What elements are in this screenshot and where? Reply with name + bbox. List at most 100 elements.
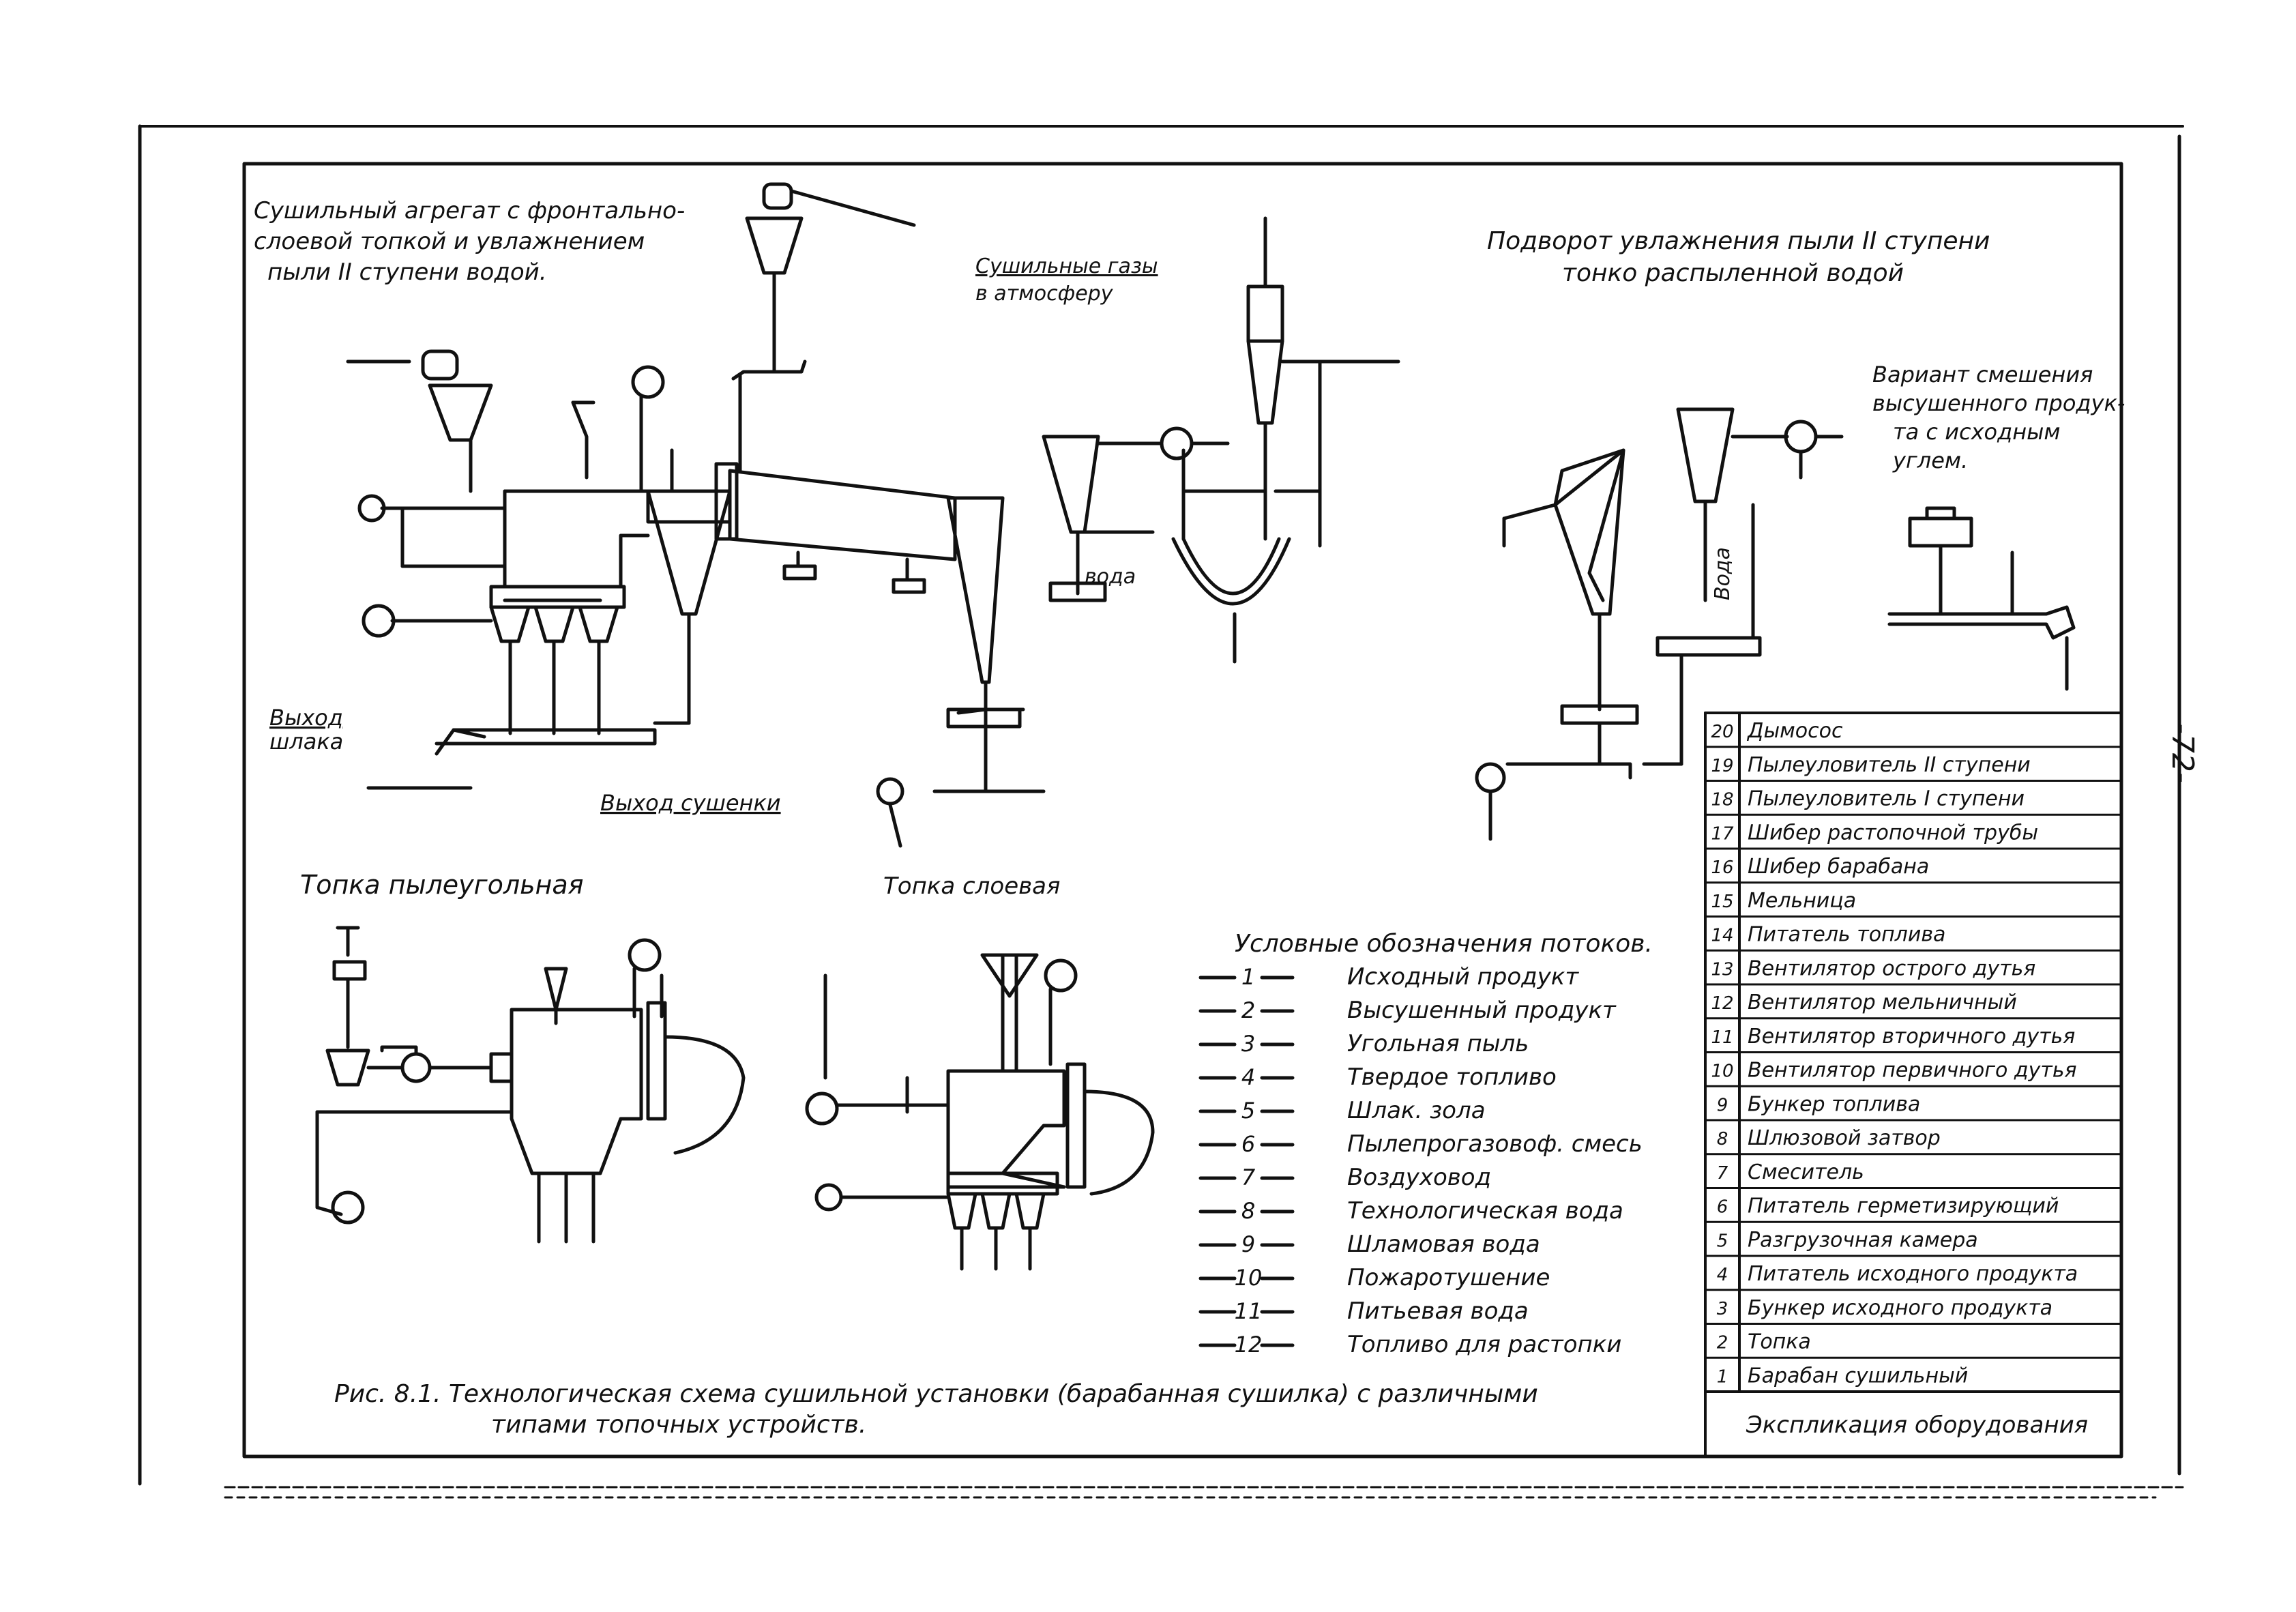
- caption-line: типами топочных устройств.: [491, 1411, 866, 1439]
- equipment-name: Топка: [1748, 1330, 1811, 1354]
- variant-note-line: углем.: [1892, 448, 1968, 473]
- main-unit-title-line: слоевой топкой и увлажнением: [254, 228, 645, 255]
- legend-title: Условные обозначения потоков.: [1235, 930, 1653, 958]
- main-unit-title: Сушильный агрегат с фронтально- слоевой …: [254, 197, 685, 286]
- legend-number: 5: [1241, 1098, 1255, 1124]
- equipment-row: 6 Питатель герметизирующий: [1704, 1195, 2123, 1223]
- equipment-name: Шибер барабана: [1748, 855, 1929, 879]
- equipment-number: 6: [1717, 1197, 1728, 1218]
- furnace-coal-title: Топка пылеугольная: [300, 870, 584, 900]
- equipment-name: Бункер топлива: [1748, 1092, 1920, 1116]
- equipment-name: Вентилятор острого дутья: [1748, 956, 2035, 980]
- equipment-number: 11: [1711, 1027, 1733, 1048]
- equipment-number: 12: [1711, 993, 1733, 1014]
- equipment-number: 7: [1717, 1163, 1728, 1184]
- equipment-name: Пылеуловитель II ступени: [1748, 753, 2031, 777]
- equipment-name: Шибер растопочной трубы: [1748, 821, 2038, 845]
- legend-label: Питьевая вода: [1347, 1298, 1529, 1325]
- equipment-number: 2: [1717, 1333, 1728, 1353]
- equipment-number: 17: [1711, 823, 1734, 844]
- legend-number: 12: [1235, 1332, 1263, 1358]
- legend-label: Пожаротушение: [1347, 1264, 1550, 1291]
- equipment-number: 3: [1717, 1299, 1728, 1319]
- legend-number: 3: [1241, 1031, 1255, 1057]
- equipment-name: Шлюзовой затвор: [1748, 1126, 1941, 1150]
- sub-unit-title-line: Подворот увлажнения пыли II ступени: [1487, 227, 1990, 255]
- equipment-name: Дымосос: [1746, 719, 1843, 743]
- main-unit-title-line: Сушильный агрегат с фронтально-: [254, 197, 685, 224]
- legend-item: 1 Исходный продукт: [1198, 963, 1579, 991]
- legend-label: Исходный продукт: [1347, 963, 1579, 991]
- legend-item: 3 Угольная пыль: [1198, 1030, 1529, 1057]
- equipment-name: Вентилятор мельничный: [1748, 991, 2017, 1014]
- equipment-name: Питатель топлива: [1748, 923, 1945, 947]
- equipment-number: 8: [1717, 1129, 1728, 1149]
- variant-note-line: высушенного продук-: [1872, 390, 2125, 416]
- equipment-name: Вентилятор вторичного дутья: [1748, 1025, 2075, 1049]
- legend-label: Технологическая вода: [1347, 1197, 1623, 1225]
- equipment-number: 5: [1717, 1231, 1728, 1251]
- equipment-name: Пылеуловитель I ступени: [1748, 787, 2025, 811]
- equipment-number: 10: [1711, 1061, 1733, 1082]
- sub-unit-title-line: тонко распыленной водой: [1562, 259, 1904, 287]
- gases-label: Сушильные газы в атмосферу: [975, 254, 1158, 306]
- dried-exit-label: Выход сушенки: [600, 790, 781, 816]
- variant-note-line: та с исходным: [1893, 419, 2061, 445]
- variant-note-line: Вариант смешения: [1872, 362, 2093, 387]
- page-number: -72-: [2165, 723, 2200, 783]
- legend-item: 8 Технологическая вода: [1198, 1197, 1623, 1225]
- slag-exit-line: Выход: [269, 705, 343, 731]
- equipment-row: 12 Вентилятор мельничный: [1704, 991, 2123, 1020]
- legend-number: 11: [1235, 1298, 1263, 1324]
- legend-number: 6: [1241, 1131, 1255, 1157]
- legend-label: Угольная пыль: [1347, 1030, 1529, 1057]
- equipment-number: 4: [1717, 1265, 1728, 1285]
- equipment-row: 8 Шлюзовой затвор: [1704, 1126, 2123, 1156]
- main-unit-drawing: [346, 182, 1400, 848]
- equipment-name: Смеситель: [1748, 1160, 1864, 1184]
- equipment-name: Барабан сушильный: [1748, 1364, 1968, 1388]
- legend-item: 12 Топливо для растопки: [1198, 1331, 1621, 1358]
- legend-number: 1: [1241, 964, 1255, 990]
- legend-label: Пылепрогазовоф. смесь: [1347, 1130, 1643, 1158]
- legend-label: Топливо для растопки: [1347, 1331, 1621, 1358]
- equipment-number: 15: [1711, 892, 1733, 912]
- equipment-row: 7 Смеситель: [1704, 1160, 2123, 1189]
- equipment-number: 20: [1711, 722, 1733, 742]
- variant-drawing: [1887, 506, 2076, 691]
- furnace-titles: Топка пылеугольная Топка слоевая: [300, 870, 1060, 900]
- equipment-number: 19: [1711, 756, 1733, 776]
- equipment-row: 17 Шибер растопочной трубы: [1704, 821, 2123, 850]
- legend-item: 11 Питьевая вода: [1198, 1298, 1529, 1325]
- legend-label: Высушенный продукт: [1347, 997, 1617, 1024]
- equipment-row: 20 Дымосос: [1704, 719, 2123, 748]
- legend-number: 8: [1241, 1198, 1255, 1224]
- legend-label: Шламовая вода: [1347, 1231, 1540, 1258]
- figure-caption: Рис. 8.1. Технологическая схема сушильно…: [334, 1380, 1538, 1439]
- legend-label: Шлак. зола: [1347, 1097, 1486, 1124]
- equipment-name: Питатель герметизирующий: [1748, 1195, 2059, 1218]
- equipment-row: 19 Пылеуловитель II ступени: [1704, 753, 2123, 782]
- variant-note: Вариант смешения высушенного продук- та …: [1872, 362, 2125, 473]
- caption-line: Рис. 8.1. Технологическая схема сушильно…: [334, 1380, 1538, 1408]
- legend-label: Твердое топливо: [1347, 1064, 1557, 1091]
- water-label: вода: [1085, 565, 1136, 589]
- equipment-name: Бункер исходного продукта: [1748, 1296, 2052, 1320]
- sheet-frame: [138, 124, 2184, 1499]
- legend-item: 5 Шлак. зола: [1198, 1097, 1486, 1124]
- equipment-row: 3 Бункер исходного продукта: [1704, 1296, 2123, 1325]
